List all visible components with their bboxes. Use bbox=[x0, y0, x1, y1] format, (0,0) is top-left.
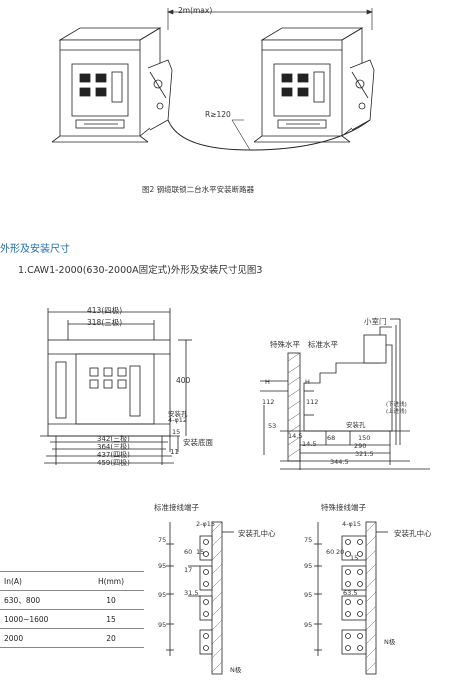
std-dim-17: 17 bbox=[184, 566, 193, 574]
front-view-drawing bbox=[40, 308, 192, 465]
header-h: H(mm) bbox=[78, 571, 144, 591]
special-terminal-title: 特殊接线端子 bbox=[321, 503, 366, 512]
cell-in: 1000~1600 bbox=[0, 609, 78, 629]
std-dim-75: 75 bbox=[158, 536, 167, 544]
right-breaker bbox=[253, 27, 375, 143]
cell-h: 10 bbox=[78, 590, 144, 610]
dim-14-5-a: 14.5 bbox=[288, 432, 303, 440]
special-terminal-drawing bbox=[314, 521, 388, 675]
steel-cable bbox=[167, 119, 371, 151]
radius-label: R≥120 bbox=[205, 110, 231, 119]
cell-h: 20 bbox=[78, 628, 144, 648]
front-hole-spec: 4-φ12 bbox=[168, 416, 188, 424]
side-h2: H bbox=[305, 378, 310, 386]
dim-112-b: 112 bbox=[306, 398, 319, 406]
special-level-label: 特殊水平 bbox=[270, 340, 300, 349]
std-dim-15: 15 bbox=[196, 548, 205, 556]
std-dim-95-c: 95 bbox=[158, 621, 167, 629]
dim-321-5: 321.5 bbox=[355, 450, 374, 458]
note-upper-inlet: (上进线) bbox=[386, 409, 407, 415]
cabin-door-label: 小室门 bbox=[364, 317, 387, 326]
side-h1: H bbox=[265, 378, 270, 386]
front-mount-hole: 安装孔 bbox=[168, 410, 188, 418]
table-header-row: In(A) H(mm) bbox=[0, 571, 144, 591]
mount-base-label: 安装底面 bbox=[183, 438, 213, 447]
dim-342: 342(三极) bbox=[97, 435, 130, 443]
dim-label-2m: 2m(max) bbox=[178, 6, 213, 15]
figure-2-cable-interlock bbox=[51, 8, 375, 151]
dim-318: 318(三极) bbox=[87, 318, 123, 327]
std-n-pole: N极 bbox=[230, 666, 242, 674]
side-view-drawing bbox=[260, 318, 430, 470]
dim-150: 150 bbox=[358, 434, 371, 442]
dim-400: 400 bbox=[176, 376, 191, 385]
current-height-table: In(A) H(mm) 630、800 10 1000~1600 15 2000… bbox=[0, 571, 144, 648]
table-row: 2000 20 bbox=[0, 628, 144, 648]
dim-14-5-b: 14.5 bbox=[302, 440, 317, 448]
sp-dim-95-b: 95 bbox=[304, 591, 313, 599]
table-row: 630、800 10 bbox=[0, 590, 144, 610]
sp-dim-15: 15 bbox=[350, 554, 359, 562]
section-title: 外形及安装尺寸 bbox=[0, 244, 70, 255]
dim-413: 413(四极) bbox=[87, 306, 123, 315]
note-lower-inlet: (下进线) bbox=[386, 402, 407, 408]
dim-459: 459(四极) bbox=[97, 459, 130, 467]
dim-290: 290 bbox=[354, 442, 367, 450]
std-hole-spec: 2-φ15 bbox=[196, 520, 216, 528]
sp-dim-75: 75 bbox=[304, 536, 313, 544]
std-dim-95-a: 95 bbox=[158, 562, 167, 570]
dim-344-5: 344.5 bbox=[330, 458, 349, 466]
header-in: In(A) bbox=[0, 571, 78, 591]
sp-center-label: 安装孔中心 bbox=[394, 529, 432, 538]
sp-dim-95-a: 95 bbox=[304, 562, 313, 570]
std-dim-95-b: 95 bbox=[158, 591, 167, 599]
dim-437: 437(四极) bbox=[97, 451, 130, 459]
std-dim-31-5: 31.5 bbox=[184, 589, 199, 597]
sp-dim-60: 60 bbox=[326, 548, 335, 556]
std-terminal-title: 标准接线端子 bbox=[154, 503, 199, 512]
dim-11: 11 bbox=[170, 448, 179, 456]
sp-dim-20: 20 bbox=[336, 548, 345, 556]
std-dim-60: 60 bbox=[184, 548, 193, 556]
sp-dim-95-c: 95 bbox=[304, 621, 313, 629]
cell-in: 2000 bbox=[0, 628, 78, 648]
sp-hole-spec: 4-φ15 bbox=[342, 520, 362, 528]
side-mount-hole: 安装孔 bbox=[346, 421, 366, 429]
standard-level-label: 标准水平 bbox=[308, 340, 338, 349]
cell-h: 15 bbox=[78, 609, 144, 629]
dim-53: 53 bbox=[268, 422, 277, 430]
section-subtitle: 1.CAW1-2000(630-2000A固定式)外形及安装尺寸见图3 bbox=[18, 265, 263, 276]
sp-dim-63-5: 63.5 bbox=[343, 589, 358, 597]
figure-2-caption: 图2 钢缆联锁二台水平安装断路器 bbox=[142, 185, 255, 194]
cell-in: 630、800 bbox=[0, 590, 78, 610]
dim-68: 68 bbox=[327, 434, 336, 442]
table-row: 1000~1600 15 bbox=[0, 609, 144, 629]
dim-2m-max bbox=[167, 8, 373, 30]
left-breaker bbox=[51, 27, 173, 143]
dim-112-a: 112 bbox=[262, 398, 275, 406]
dim-15: 15 bbox=[172, 428, 181, 436]
std-terminal-drawing bbox=[166, 521, 234, 675]
std-center-label: 安装孔中心 bbox=[238, 529, 276, 538]
dim-364: 364(三极) bbox=[97, 443, 130, 451]
sp-n-pole: N极 bbox=[384, 638, 396, 646]
